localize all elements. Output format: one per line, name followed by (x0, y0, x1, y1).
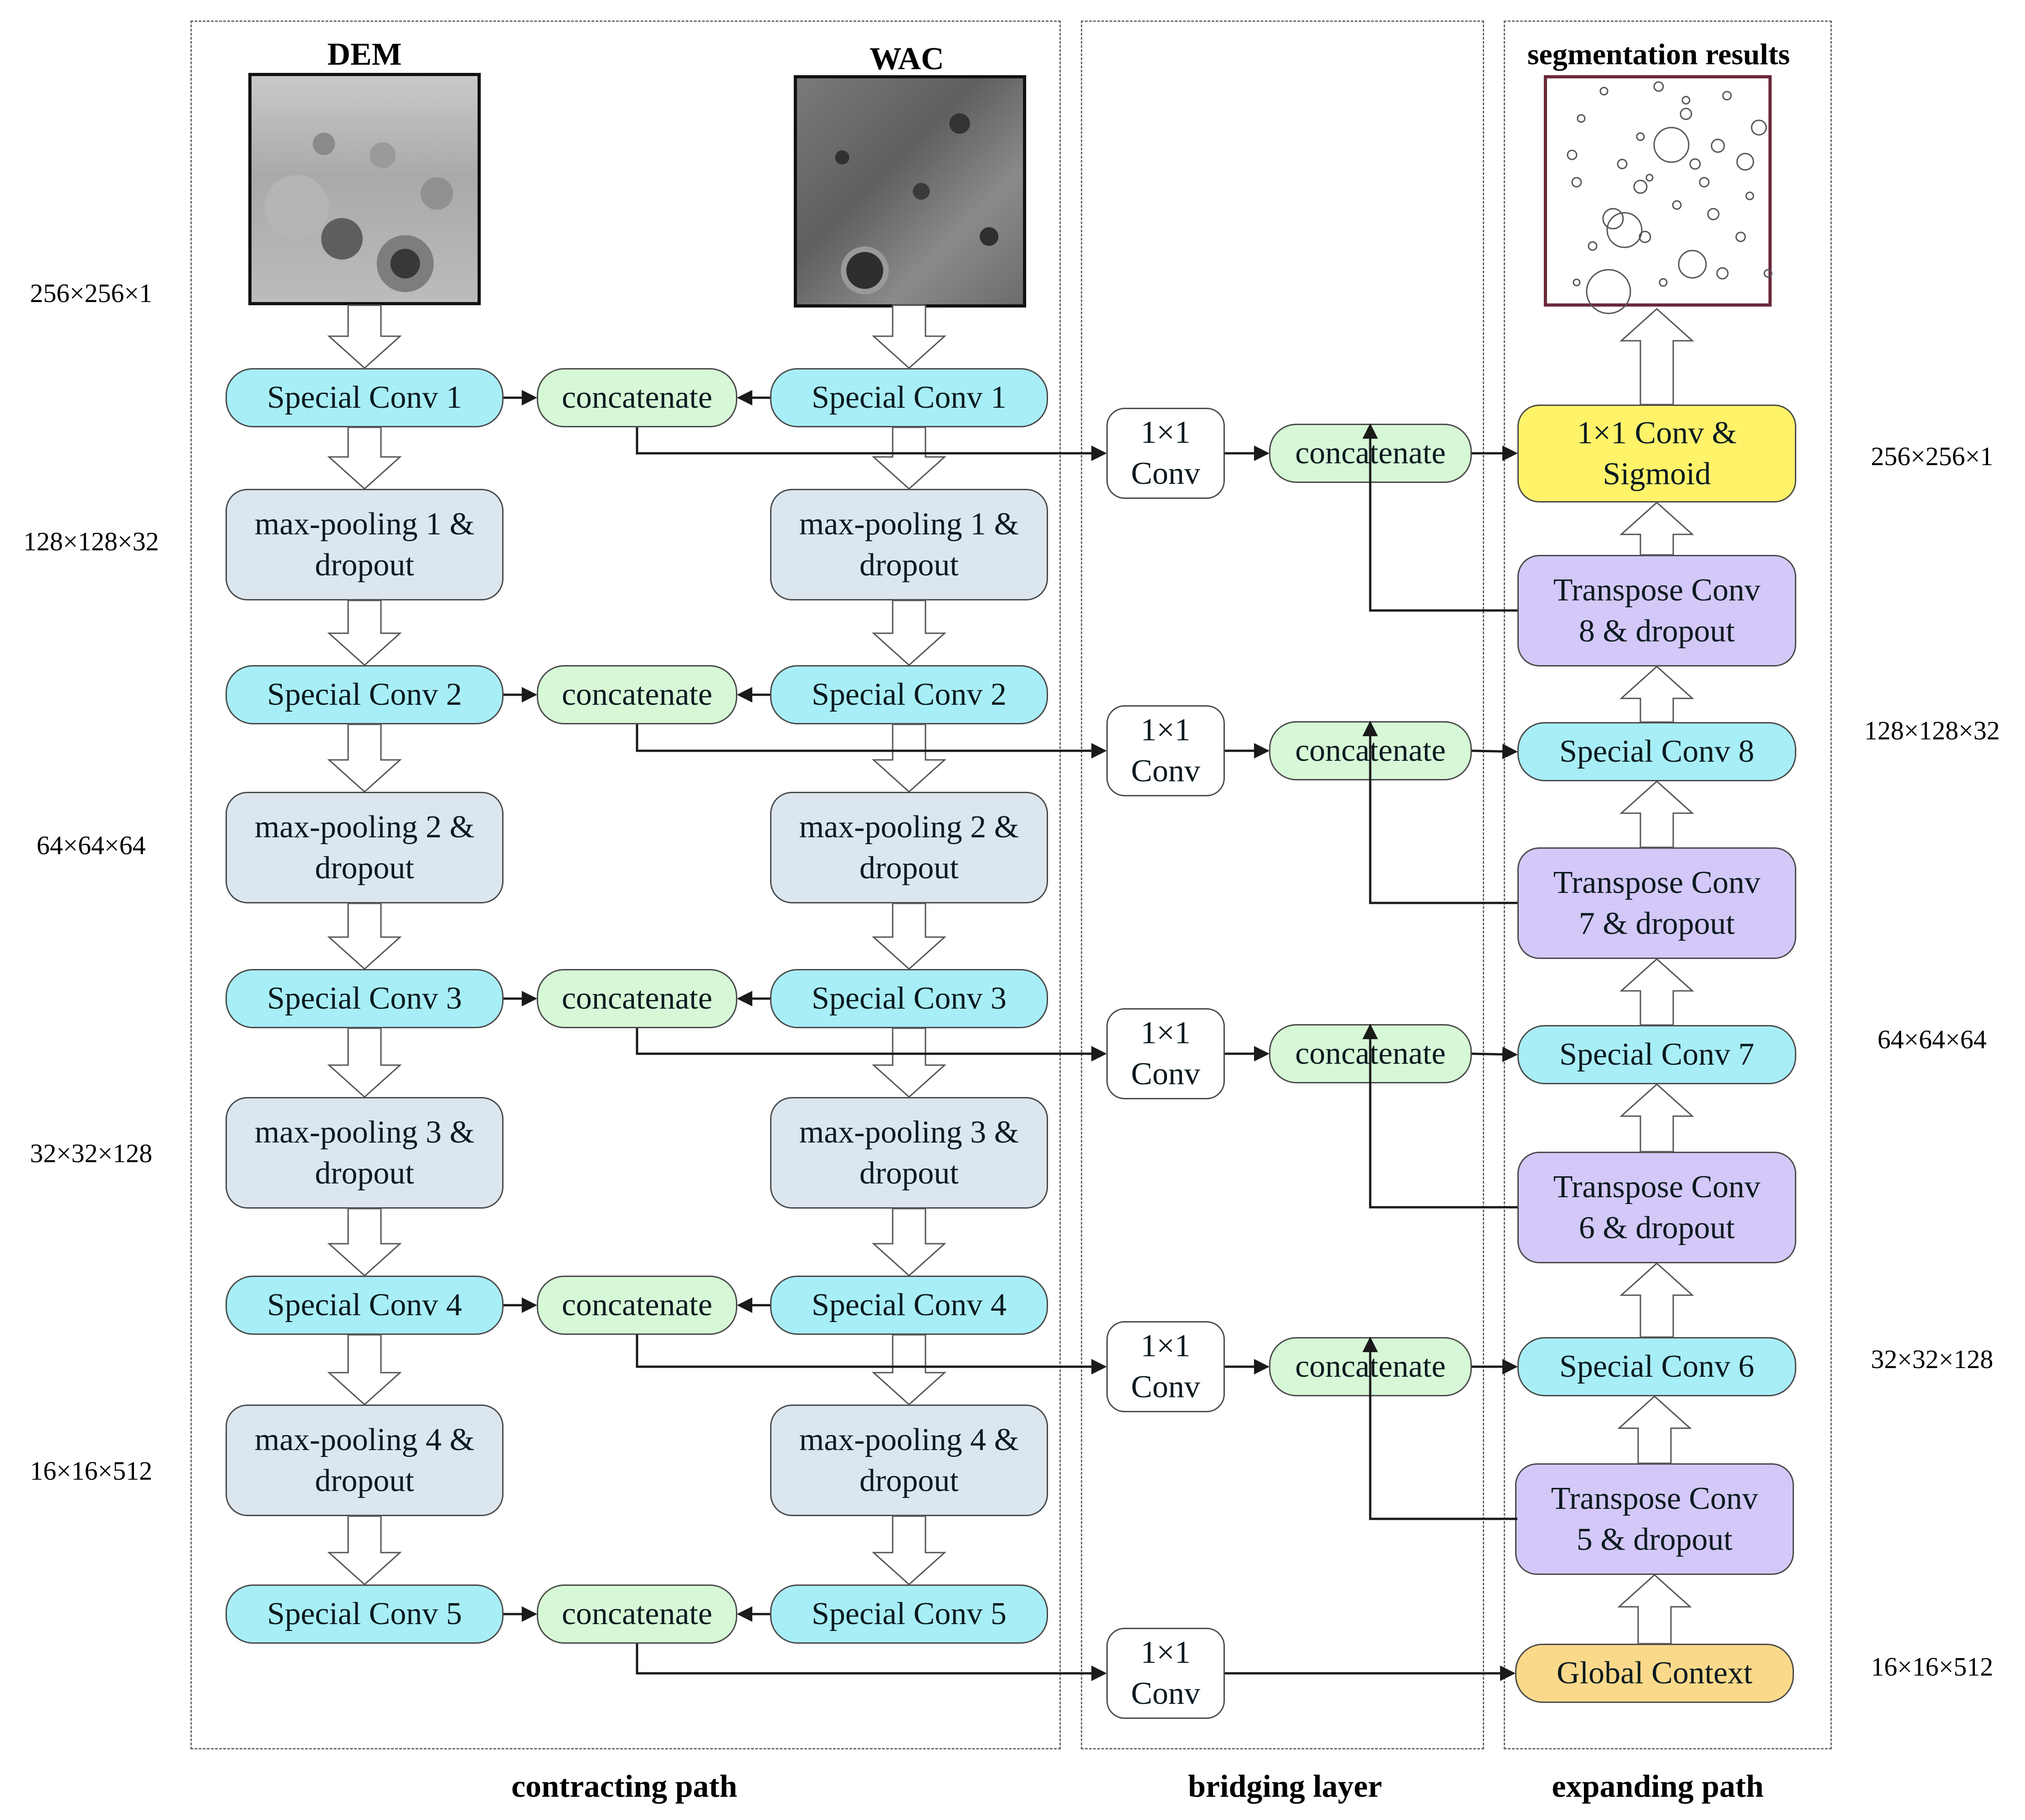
wac-maxpool-1-line2: dropout (859, 547, 959, 583)
bridging-layer-label: bridging layer (1188, 1769, 1382, 1804)
bridging-1x1-conv-5-line1: 1×1 (1141, 1635, 1191, 1670)
bridging-1x1-conv-5-line2: Conv (1131, 1676, 1200, 1711)
bridging-1x1-conv-3-line1: 1×1 (1141, 1015, 1191, 1051)
contracting-path-frame (190, 21, 1061, 1749)
transpose-conv-7-line1: Transpose Conv (1553, 865, 1761, 900)
wac-maxpool-2: max-pooling 2 & dropout (770, 792, 1048, 903)
bridging-1x1-conv-1-line1: 1×1 (1141, 415, 1191, 450)
dem-image (248, 73, 481, 305)
transpose-conv-7: Transpose Conv 7 & dropout (1517, 847, 1796, 959)
wac-maxpool-1: max-pooling 1 & dropout (770, 489, 1048, 600)
contracting-concatenate-5: concatenate (537, 1584, 737, 1644)
bridging-layer-frame (1081, 21, 1484, 1749)
dem-maxpool-1-line1: max-pooling 1 & (254, 506, 475, 542)
contracting-path-label: contracting path (511, 1769, 737, 1804)
wac-maxpool-3-line1: max-pooling 3 & (799, 1114, 1019, 1150)
bridging-1x1-conv-2-line1: 1×1 (1141, 713, 1191, 748)
final-conv-line1: 1×1 Conv & (1577, 415, 1737, 451)
wac-maxpool-4: max-pooling 4 & dropout (770, 1405, 1048, 1516)
wac-maxpool-3: max-pooling 3 & dropout (770, 1097, 1048, 1209)
bridging-concatenate-3: concatenate (1269, 1024, 1472, 1083)
transpose-conv-5-line2: 5 & dropout (1576, 1522, 1733, 1557)
transpose-conv-5-line1: Transpose Conv (1551, 1481, 1758, 1516)
dem-maxpool-3-line2: dropout (315, 1155, 414, 1191)
dem-maxpool-1-line2: dropout (315, 547, 414, 583)
segmentation-results-title: segmentation results (1527, 38, 1790, 71)
dem-special-conv-4: Special Conv 4 (226, 1276, 504, 1335)
dim-right-32: 32×32×128 (1871, 1344, 1994, 1374)
special-conv-6: Special Conv 6 (1517, 1337, 1796, 1396)
dem-special-conv-5: Special Conv 5 (226, 1584, 504, 1644)
final-1x1-conv-sigmoid: 1×1 Conv & Sigmoid (1517, 405, 1796, 502)
transpose-conv-7-line2: 7 & dropout (1578, 906, 1735, 941)
transpose-conv-8: Transpose Conv 8 & dropout (1517, 555, 1796, 666)
dim-right-256: 256×256×1 (1871, 441, 1994, 471)
bridging-concatenate-2: concatenate (1269, 721, 1472, 780)
bridging-1x1-conv-4-line1: 1×1 (1141, 1328, 1191, 1364)
special-conv-8: Special Conv 8 (1517, 722, 1796, 781)
segmentation-results-image (1544, 75, 1772, 307)
wac-maxpool-4-line2: dropout (859, 1463, 959, 1498)
wac-maxpool-1-line1: max-pooling 1 & (799, 506, 1019, 542)
wac-image (794, 75, 1026, 308)
bridging-concatenate-1: concatenate (1269, 424, 1472, 483)
dim-left-128: 128×128×32 (23, 527, 159, 556)
contracting-concatenate-1: concatenate (537, 368, 737, 427)
transpose-conv-6: Transpose Conv 6 & dropout (1517, 1152, 1796, 1263)
dim-left-32: 32×32×128 (30, 1138, 153, 1168)
dim-right-128: 128×128×32 (1864, 716, 2000, 745)
transpose-conv-6-line1: Transpose Conv (1553, 1169, 1761, 1205)
wac-special-conv-2: Special Conv 2 (770, 665, 1048, 724)
wac-maxpool-3-line2: dropout (859, 1155, 959, 1191)
global-context: Global Context (1515, 1644, 1794, 1703)
dem-maxpool-2-line1: max-pooling 2 & (254, 809, 475, 845)
dem-special-conv-2: Special Conv 2 (226, 665, 504, 724)
dem-maxpool-1: max-pooling 1 & dropout (226, 489, 504, 600)
dim-left-64: 64×64×64 (36, 831, 146, 860)
final-conv-line2: Sigmoid (1603, 456, 1711, 492)
wac-special-conv-4: Special Conv 4 (770, 1276, 1048, 1335)
dim-right-16: 16×16×512 (1871, 1652, 1994, 1682)
dem-maxpool-3-line1: max-pooling 3 & (254, 1114, 475, 1150)
transpose-conv-8-line1: Transpose Conv (1553, 572, 1761, 608)
bridging-1x1-conv-2-line2: Conv (1131, 754, 1200, 789)
dim-right-64: 64×64×64 (1877, 1025, 1987, 1054)
special-conv-7: Special Conv 7 (1517, 1025, 1796, 1084)
dim-left-256: 256×256×1 (30, 278, 153, 308)
wac-image-title: WAC (869, 41, 944, 77)
dem-special-conv-1: Special Conv 1 (226, 368, 504, 427)
dem-maxpool-4: max-pooling 4 & dropout (226, 1405, 504, 1516)
contracting-concatenate-2: concatenate (537, 665, 737, 724)
expanding-path-label: expanding path (1552, 1769, 1764, 1804)
bridging-1x1-conv-4-line2: Conv (1131, 1369, 1200, 1405)
dem-image-title: DEM (327, 37, 402, 72)
wac-special-conv-5: Special Conv 5 (770, 1584, 1048, 1644)
wac-maxpool-4-line1: max-pooling 4 & (799, 1422, 1019, 1457)
dem-maxpool-3: max-pooling 3 & dropout (226, 1097, 504, 1209)
dem-special-conv-3: Special Conv 3 (226, 969, 504, 1028)
wac-maxpool-2-line2: dropout (859, 850, 959, 886)
wac-special-conv-3: Special Conv 3 (770, 969, 1048, 1028)
transpose-conv-8-line2: 8 & dropout (1578, 613, 1735, 649)
dem-maxpool-4-line2: dropout (315, 1463, 414, 1498)
dem-maxpool-2-line2: dropout (315, 850, 414, 886)
transpose-conv-6-line2: 6 & dropout (1578, 1210, 1735, 1246)
transpose-conv-5: Transpose Conv 5 & dropout (1515, 1463, 1794, 1575)
dim-left-16: 16×16×512 (30, 1456, 153, 1486)
bridging-1x1-conv-3-line2: Conv (1131, 1056, 1200, 1092)
dem-maxpool-2: max-pooling 2 & dropout (226, 792, 504, 903)
contracting-concatenate-3: concatenate (537, 969, 737, 1028)
bridging-1x1-conv-1-line2: Conv (1131, 456, 1200, 491)
bridging-concatenate-4: concatenate (1269, 1337, 1472, 1396)
contracting-concatenate-4: concatenate (537, 1276, 737, 1335)
wac-maxpool-2-line1: max-pooling 2 & (799, 809, 1019, 845)
wac-special-conv-1: Special Conv 1 (770, 368, 1048, 427)
dem-maxpool-4-line1: max-pooling 4 & (254, 1422, 475, 1457)
